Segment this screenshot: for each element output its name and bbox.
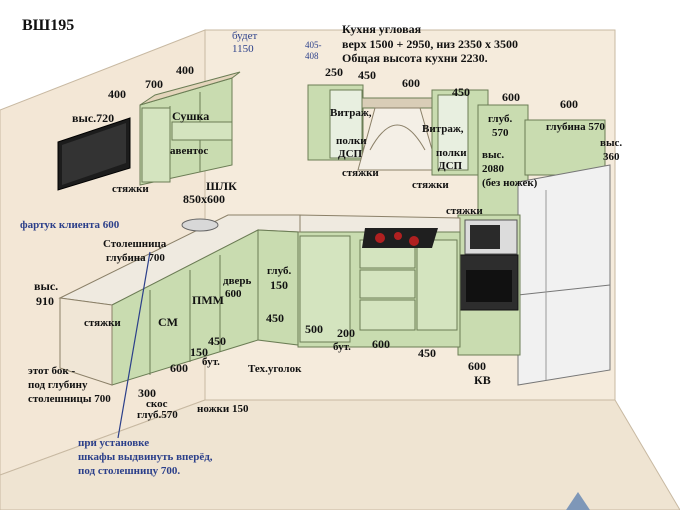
label-styazhki-low: стяжки [84,317,121,329]
dim-600-d: 600 [170,361,188,375]
note-install-1: при установке [78,437,149,449]
dim-600-f: 600 [468,359,486,373]
dim-600-b: 600 [502,90,520,104]
label-glub-b: 570 [492,127,509,139]
label-polki-2: полки [436,147,467,159]
model-code: ВШ195 [22,17,74,34]
label-styazhki-top-1: стяжки [342,167,379,179]
scroll-up-arrow-icon[interactable] [566,492,590,510]
label-vys-2080-b: 2080 [482,163,505,175]
note-side-3: столешницы 700 [28,393,111,405]
note-408: 408 [305,51,319,61]
note-fartuk: фартук клиента 600 [20,219,120,231]
label-glub-150-b: 150 [270,278,288,292]
spec-line-1: Кухня угловая [342,22,422,36]
dim-450-e: 450 [418,346,436,360]
label-styazhki-tv: стяжки [112,183,149,195]
dim-400-top: 400 [176,63,194,77]
dim-300: 300 [138,386,156,400]
label-dver-1: дверь [223,275,252,287]
label-shlk: ШЛК [206,179,237,193]
corner-base-cabinets [58,214,301,386]
label-but-1: бут. [202,356,220,368]
note-405: 405- [305,40,322,50]
dim-700: 700 [145,77,163,91]
height-720: выс.720 [72,111,114,125]
label-vitrazh-1: Витраж, [330,107,372,119]
label-vys-910-b: 910 [36,294,54,308]
label-aventos: авентос [170,145,208,157]
dim-600-e: 600 [372,337,390,351]
dim-250: 250 [325,65,343,79]
side-panel [59,297,113,386]
floor [0,399,680,510]
dim-400-left: 400 [108,87,126,101]
fridge [517,164,611,386]
label-nozhki: ножки 150 [197,403,249,415]
label-shlk-size: 850х600 [183,192,225,206]
label-glubina-570: глубина 570 [546,121,605,133]
label-bez-nozhek: (без ножек) [482,177,538,189]
dim-450-a: 450 [358,68,376,82]
note-budet: будет [232,30,257,42]
label-vys-2080-a: выс. [482,149,504,161]
label-styazhki-top-3: стяжки [446,205,483,217]
label-kv: КВ [474,373,491,387]
dim-200: 200 [337,326,355,340]
label-glub-570-c: глуб.570 [137,409,178,421]
label-pmm: ПММ [192,293,224,307]
note-budet-value: 1150 [232,43,254,55]
upper-right-cabinets [307,84,606,216]
tv [57,117,131,191]
label-dver-2: 600 [225,288,242,300]
note-stoleshnitsa-1: Столешница [103,238,167,250]
dim-450-c: 450 [208,334,226,348]
label-dsp-2: ДСП [438,160,463,172]
left-upper-cabinets [139,71,241,186]
label-dsp-1: ДСП [338,148,363,160]
label-styazhki-top-2: стяжки [412,179,449,191]
label-glub-a: глуб. [488,113,512,125]
label-vys-910-a: выс. [34,279,58,293]
label-glub-150-a: глуб. [267,265,291,277]
note-side-2: под глубину [28,379,88,391]
label-sushka: Сушка [172,109,209,123]
note-install-2: шкафы выдвинуть вперёд, [78,451,213,463]
label-polki-1: полки [336,135,367,147]
back-base-cabinets [297,214,461,348]
label-skos: скос [146,398,168,410]
label-cm: СМ [158,315,178,329]
label-vys-360-b: 360 [603,151,620,163]
label-vitrazh-2: Витраж, [422,123,464,135]
oven-column [457,214,521,356]
spec-line-2: верх 1500 + 2950, низ 2350 х 3500 [342,37,518,51]
dim-600-a: 600 [402,76,420,90]
note-stoleshnitsa-2: глубина 700 [106,252,165,264]
install-note-pointer [117,251,151,439]
label-but-2: бут. [333,341,351,353]
note-side-1: этот бок - [28,365,75,377]
dim-500: 500 [305,322,323,336]
spec-line-3: Общая высота кухни 2230. [342,51,488,65]
dim-150: 150 [190,345,208,359]
label-vys-360-a: выс. [600,137,622,149]
sink [181,218,219,232]
dim-450-d: 450 [266,311,284,325]
dim-600-c: 600 [560,97,578,111]
dim-450-b: 450 [452,85,470,99]
label-tekh-ugolok: Тех.уголок [248,363,302,375]
note-install-3: под столешницу 700. [78,465,180,477]
